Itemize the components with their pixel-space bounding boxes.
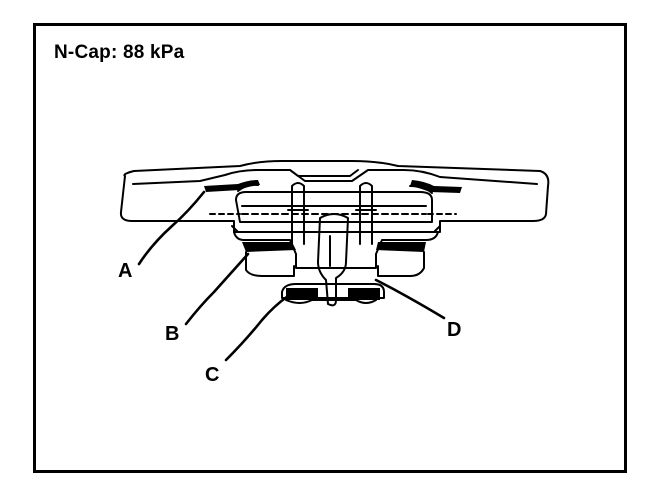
vacuum-valve: [281, 283, 385, 299]
diagram-title: N-Cap: 88 kPa: [54, 42, 185, 63]
upper-seal-left: [204, 180, 260, 192]
spring-right: [359, 182, 373, 245]
upper-seal-right: [410, 180, 462, 193]
callout-c: C: [205, 364, 220, 386]
cap-top-notch: [289, 169, 359, 177]
valve-housing: [235, 191, 433, 223]
leader-c: [224, 294, 290, 362]
seal-b-right: [376, 242, 426, 252]
callout-a: A: [118, 260, 133, 282]
callout-d: D: [447, 319, 462, 341]
leader-a: [137, 190, 206, 266]
seal-d: [348, 288, 380, 300]
seal-b: [242, 242, 296, 252]
cap-outer-shell: [119, 160, 550, 233]
leader-d: [374, 278, 446, 320]
leader-b: [184, 252, 250, 326]
cap-inner-rim: [132, 169, 538, 185]
callout-b: B: [165, 323, 180, 345]
spring-left: [291, 182, 305, 245]
seal-c: [286, 288, 318, 300]
lower-flange: [233, 231, 439, 269]
center-post: [317, 213, 349, 307]
